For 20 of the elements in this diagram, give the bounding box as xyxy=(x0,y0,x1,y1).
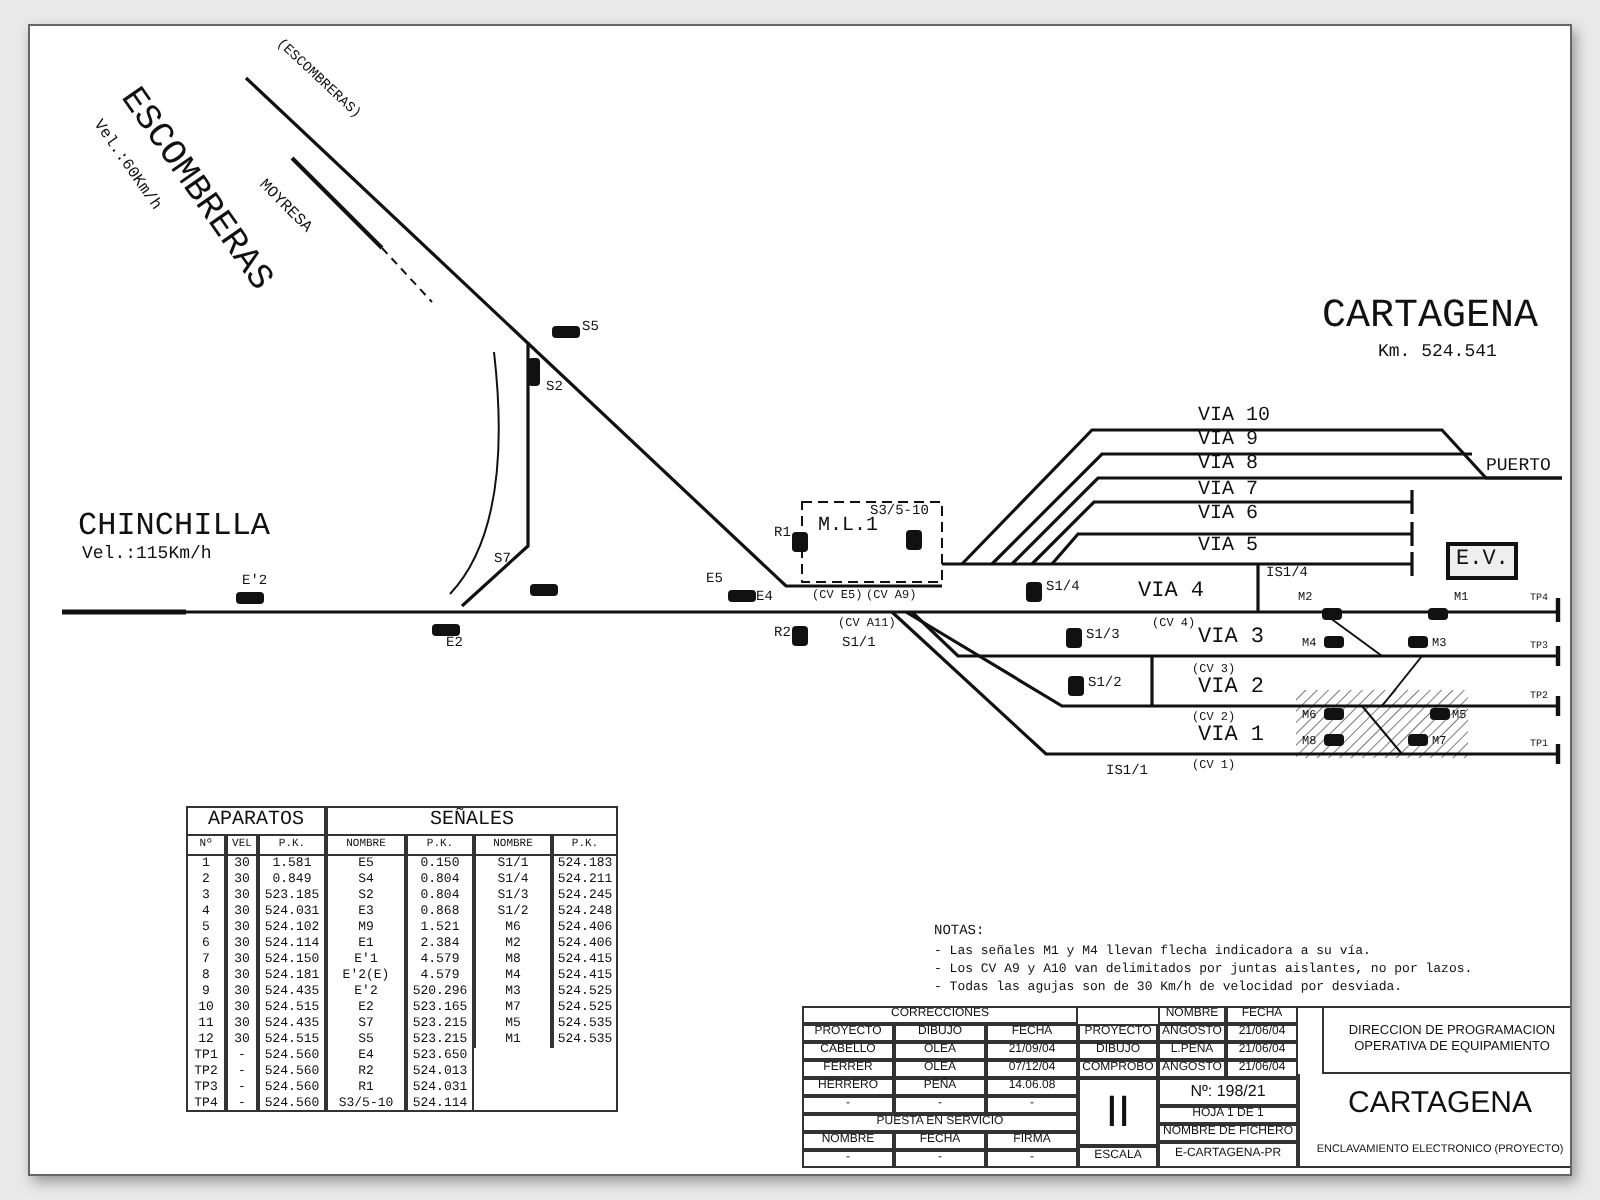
track-name: VIA 6 xyxy=(1198,506,1259,526)
sheet-class: II xyxy=(1078,1078,1158,1146)
station-name: CHINCHILLA xyxy=(78,510,271,542)
track-name: VIA 8 xyxy=(1198,456,1259,476)
track-name: VIA 7 xyxy=(1198,482,1259,502)
track-name: VIA 9 xyxy=(1198,432,1259,452)
kilometre-point: Km. 524.541 xyxy=(1378,344,1497,362)
track-name: VIA 2 xyxy=(1198,678,1265,700)
track-name: VIA 10 xyxy=(1198,408,1271,428)
drawing-number: Nº: 198/21 xyxy=(1158,1078,1298,1106)
building-label: E.V. xyxy=(1446,542,1519,580)
track-name: VIA 4 xyxy=(1138,582,1205,604)
speed-limit: Vel.:115Km/h xyxy=(82,546,212,564)
drawing-title: CARTAGENA xyxy=(1298,1074,1570,1134)
station-title: CARTAGENA xyxy=(1322,298,1539,338)
track-name: VIA 5 xyxy=(1198,538,1259,558)
area-name: M.L.1 xyxy=(818,518,879,538)
track-name: VIA 3 xyxy=(1198,628,1265,650)
track-destination: PUERTO xyxy=(1486,458,1551,476)
track-name: VIA 1 xyxy=(1198,726,1265,748)
